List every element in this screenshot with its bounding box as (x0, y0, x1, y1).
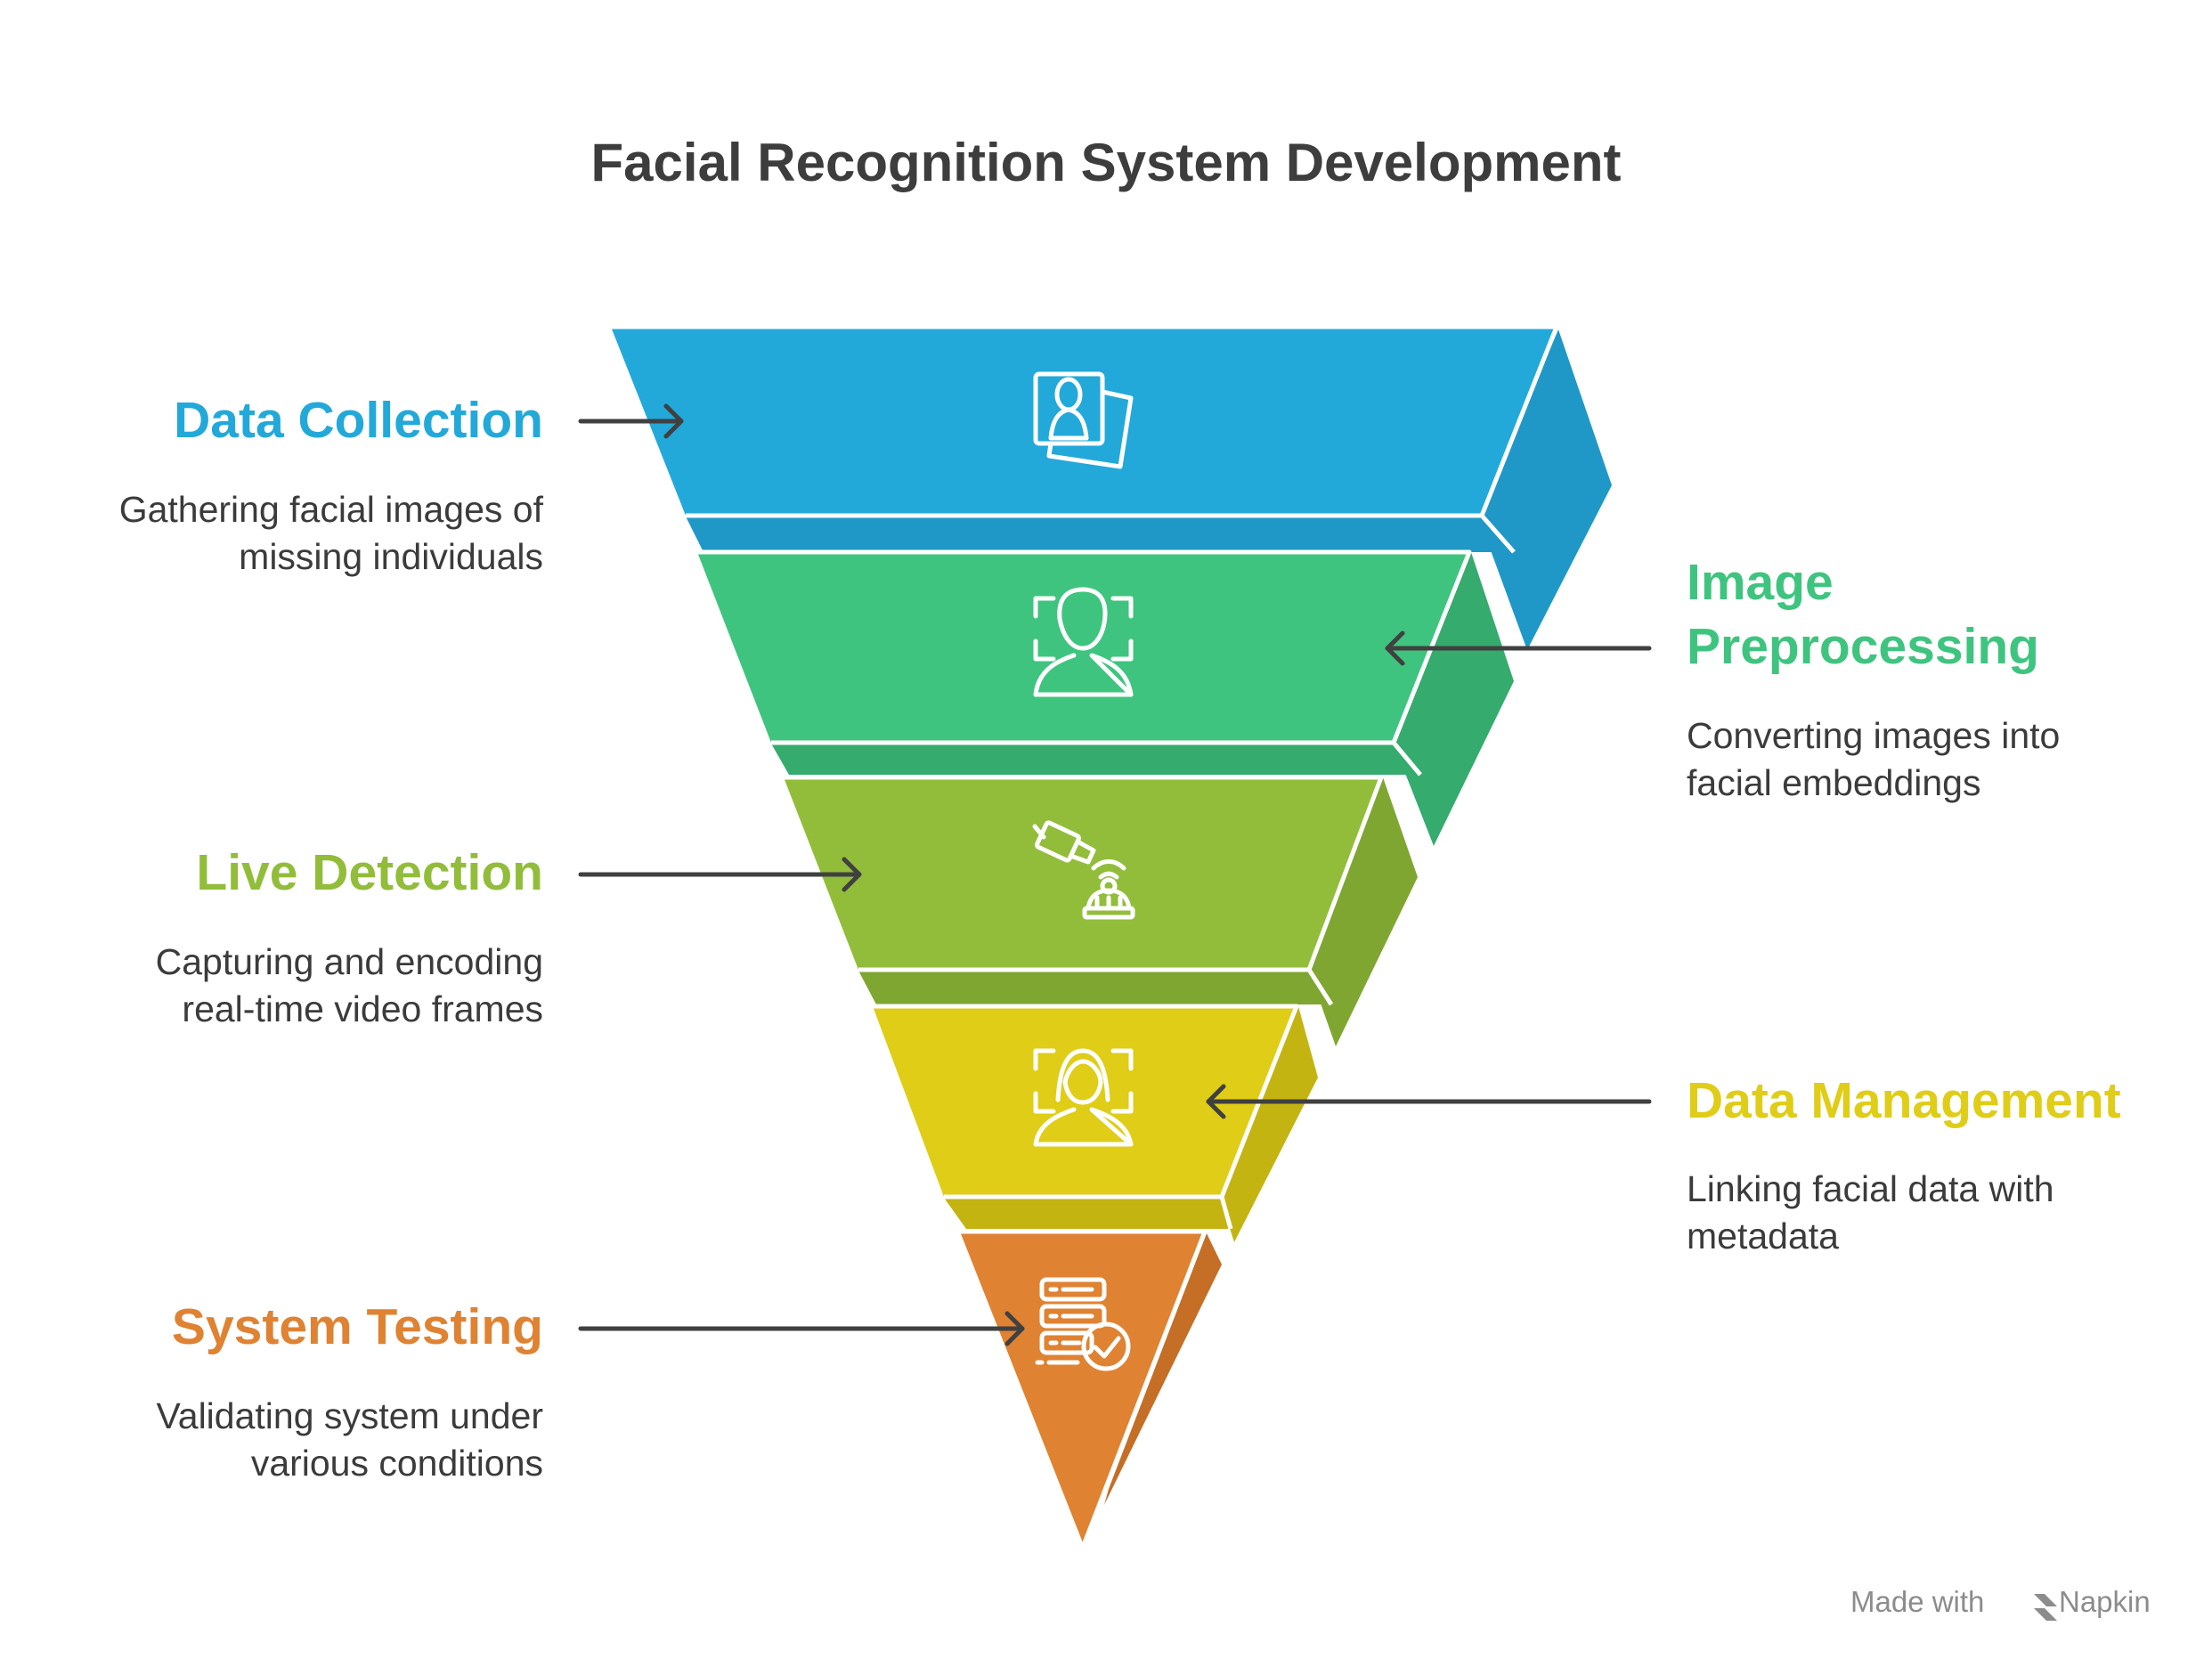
watermark-brand: Napkin (2059, 1585, 2151, 1618)
server-check-icon (1035, 1277, 1131, 1371)
napkin-logo-icon (2034, 1594, 2057, 1621)
stage-5-heading: System Testing (171, 1298, 543, 1355)
stage-2-side (1394, 552, 1514, 846)
stage-4-desc-line1: Linking facial data with (1687, 1168, 2054, 1209)
face-scan-icon (1033, 587, 1134, 697)
stage-4-desc-line2: metadata (1687, 1216, 1839, 1256)
arrow-data-collection (578, 403, 684, 439)
watermark-prefix: Made with (1850, 1585, 1985, 1618)
stage-1-desc-line2: missing individuals (239, 536, 543, 577)
stage-system-testing (960, 1232, 1222, 1545)
arrow-system-testing (578, 1311, 1025, 1346)
stage-2-desc-line1: Converting images into (1687, 715, 2061, 756)
stage-4-side (1220, 1006, 1318, 1242)
stage-1-side (1478, 329, 1612, 650)
stage-5-desc-line1: Validating system under (156, 1395, 543, 1436)
stage-3-heading: Live Detection (196, 844, 543, 901)
stage-2-desc-line2: facial embeddings (1687, 762, 1981, 803)
stage-2-heading-line2: Preprocessing (1687, 618, 2039, 675)
stage-3-side (1309, 777, 1418, 1046)
stage-1-ledge (686, 516, 1505, 552)
arrow-image-preprocessing (1385, 630, 1652, 666)
camera-face-icon (1032, 820, 1135, 920)
arrows (578, 403, 1652, 1346)
photo-portrait-icon (1033, 371, 1134, 469)
stage-3-face (784, 777, 1381, 970)
diagram-title: Facial Recognition System Development (590, 133, 1622, 192)
stage-3-ledge (858, 971, 1331, 1004)
stage-2-ledge (771, 744, 1420, 775)
arrow-data-management (1206, 1084, 1652, 1119)
stage-1-heading: Data Collection (174, 392, 543, 449)
stage-1-desc-line1: Gathering facial images of (118, 489, 543, 530)
female-face-scan-icon (1033, 1048, 1134, 1147)
stage-3-desc-line1: Capturing and encoding (155, 941, 543, 982)
arrow-live-detection (578, 857, 862, 892)
stage-5-face (960, 1232, 1205, 1545)
stage-3-desc-line2: real-time video frames (182, 988, 543, 1029)
stage-5-desc-line2: various conditions (250, 1443, 543, 1484)
stage-4-heading: Data Management (1687, 1072, 2121, 1129)
stage-live-detection (784, 777, 1418, 1046)
stage-2-heading-line1: Image (1687, 554, 1834, 611)
stage-5-side (1104, 1233, 1222, 1505)
stage-4-ledge (944, 1198, 1229, 1229)
